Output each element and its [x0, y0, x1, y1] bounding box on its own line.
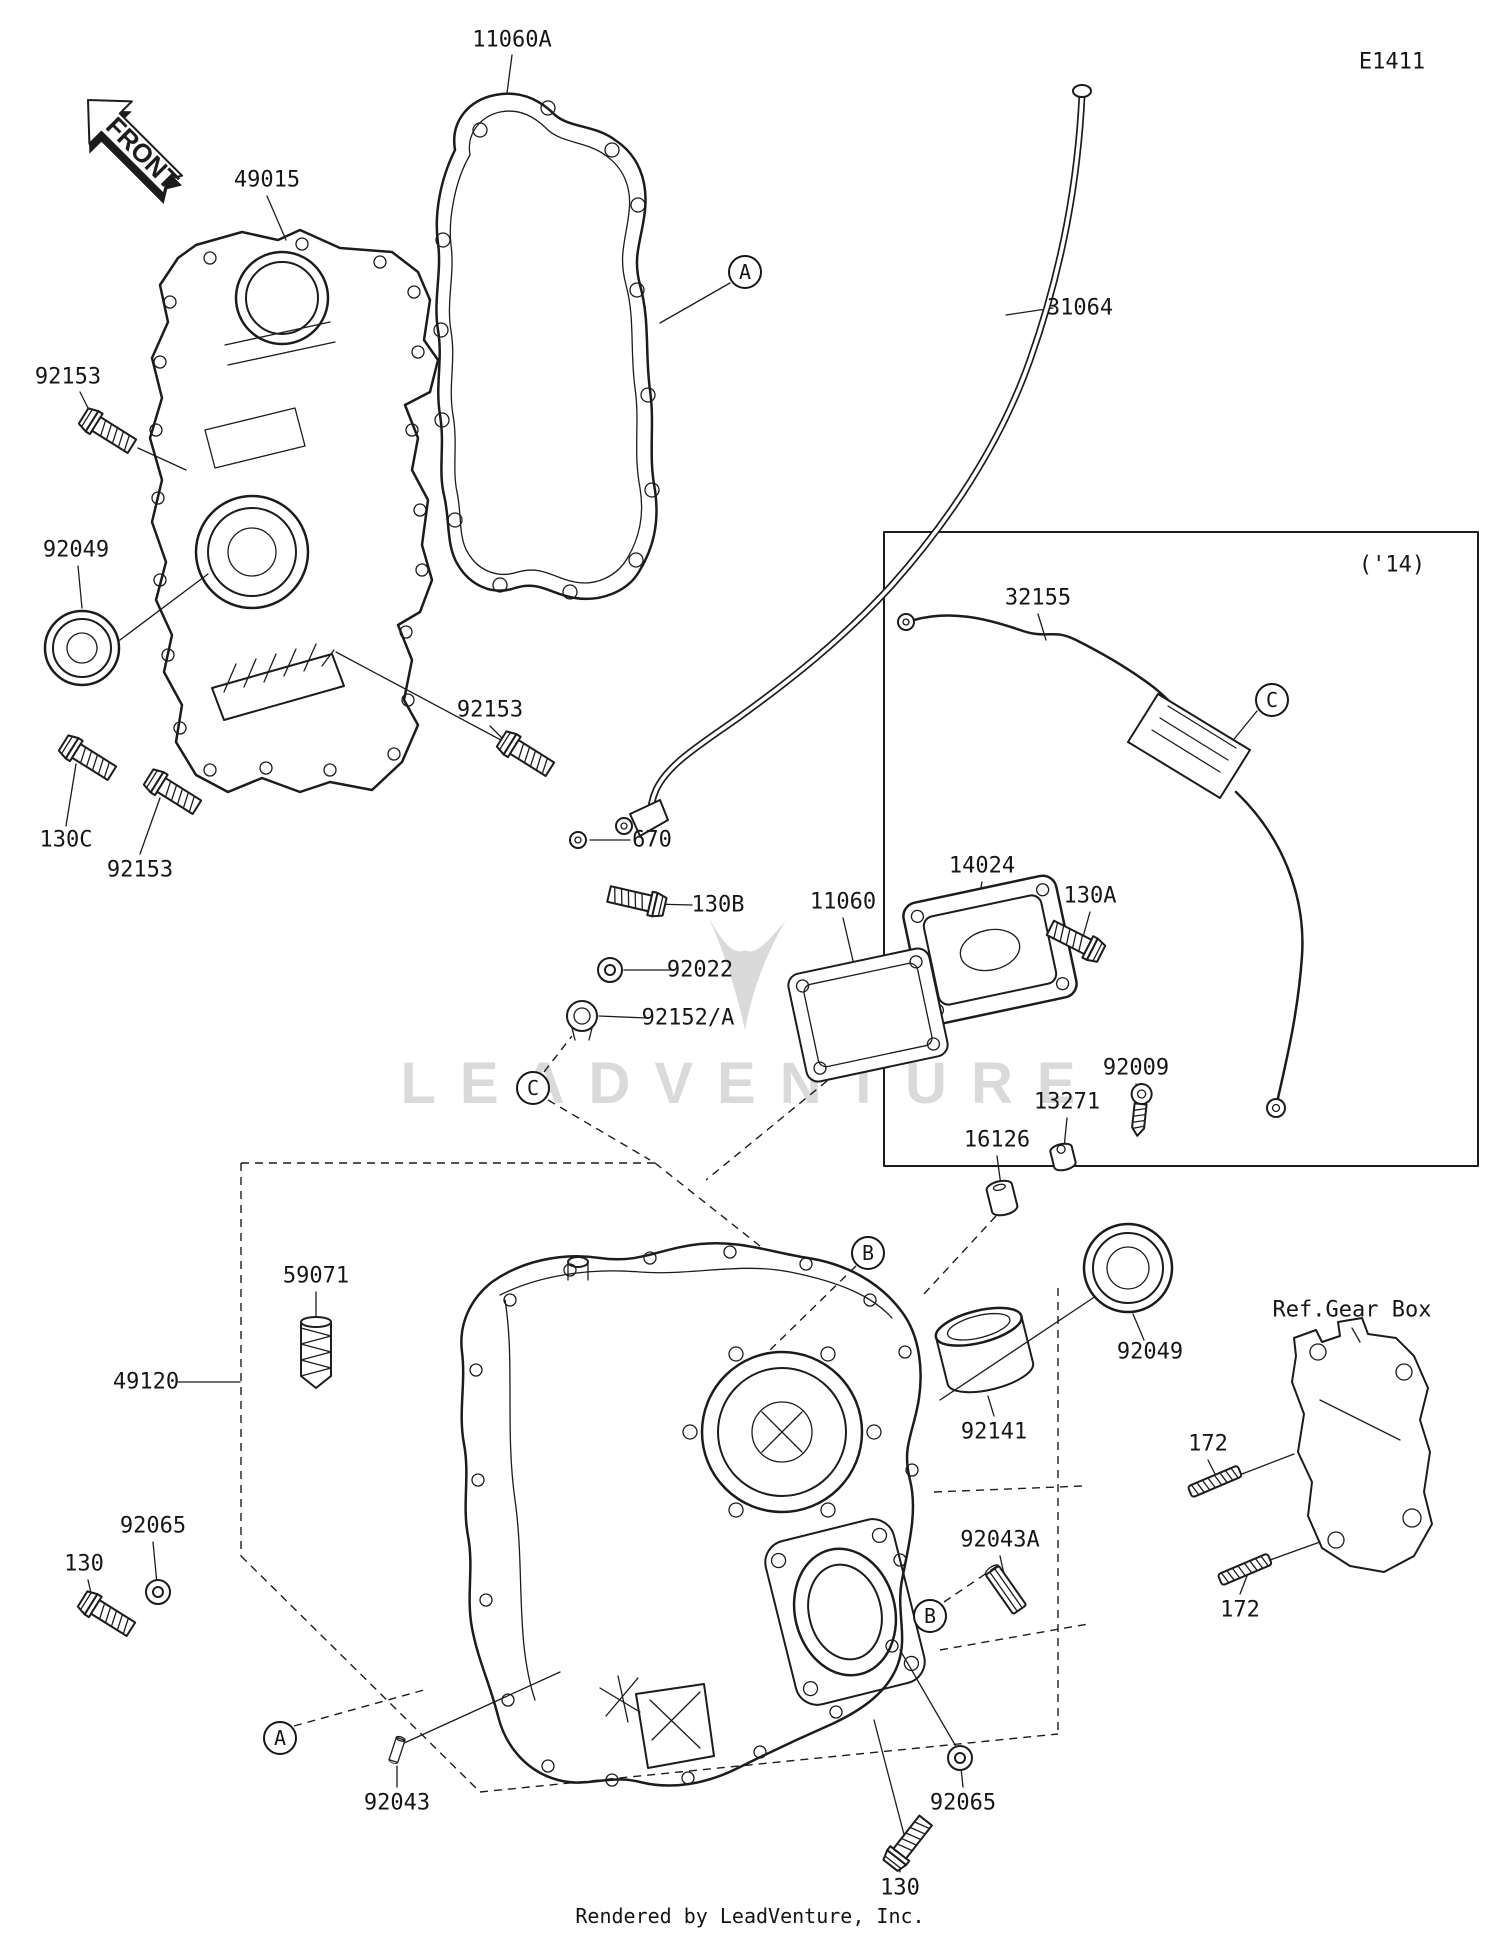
fasteners	[56, 404, 1274, 1874]
part-bearing-92049-right	[1082, 1222, 1174, 1314]
part-breather-gasket-11060	[787, 947, 949, 1083]
construction-lines	[240, 1035, 1089, 1793]
part-spring-59071	[300, 1316, 332, 1389]
diagram-code: E1411	[1358, 49, 1426, 75]
part-engine-cover-49015	[148, 228, 440, 794]
leadventure-flame-icon	[708, 916, 786, 1030]
part-oil-seal-92049-left	[43, 609, 121, 687]
part-oil-gauge-32155	[897, 613, 1304, 1118]
part-bracket-ref-gear-box	[1291, 1317, 1433, 1573]
part-nut-13271	[1049, 1142, 1077, 1172]
part-oil-pipe-31064	[615, 84, 1092, 837]
part-gasket-11060a	[433, 92, 660, 601]
footer-credit: Rendered by LeadVenture, Inc.	[575, 1904, 925, 1928]
part-bushing-92141	[934, 1306, 1035, 1394]
watermark-text: LEADVENTURE	[400, 1051, 1100, 1116]
front-arrow: FRONT	[87, 99, 185, 204]
part-crankcase-49120	[460, 1242, 926, 1787]
variant-box-2014	[883, 531, 1479, 1167]
part-bushing-16126	[985, 1179, 1019, 1217]
